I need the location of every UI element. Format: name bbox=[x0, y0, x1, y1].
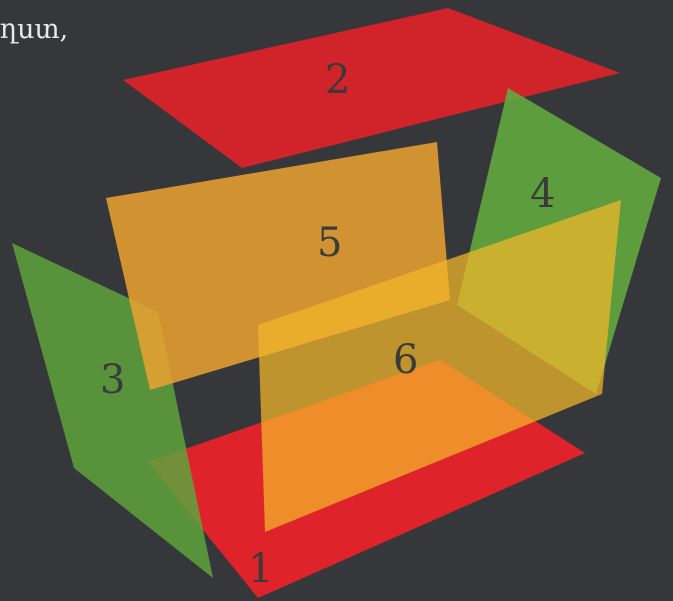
face-label-3: 3 bbox=[100, 357, 125, 403]
face-label-1: 1 bbox=[248, 546, 273, 592]
face-label-5: 5 bbox=[317, 220, 342, 266]
face-label-2: 2 bbox=[325, 57, 350, 103]
face-label-4: 4 bbox=[530, 171, 555, 217]
face-label-6: 6 bbox=[393, 337, 418, 383]
